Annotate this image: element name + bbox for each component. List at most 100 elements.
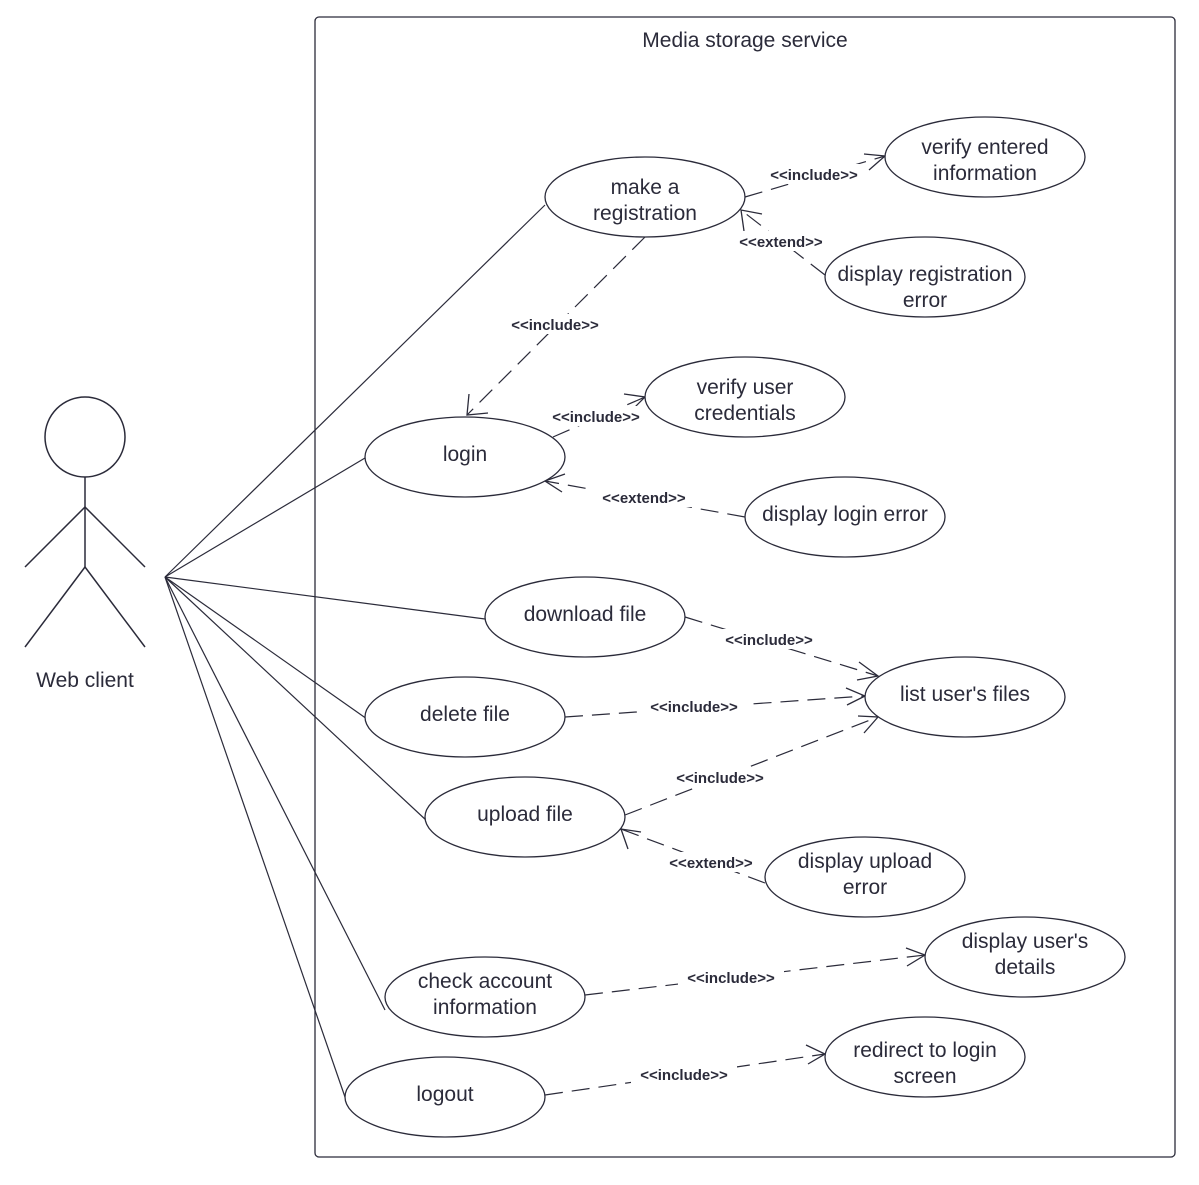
use-case-list-users-files[interactable] xyxy=(864,656,1066,738)
include-label-logout-redirect: <<include>> xyxy=(640,1067,728,1084)
actor-right-leg xyxy=(84,566,146,648)
use-case-shape xyxy=(764,836,966,918)
redirect-to-login-screen-label-line2: screen xyxy=(893,1065,956,1088)
verify-user-credentials-label-line1: verify user xyxy=(697,376,794,399)
label-bg xyxy=(678,967,784,987)
upload-file-label: upload file xyxy=(477,803,573,826)
extend-label-login-error: <<extend>> xyxy=(602,490,686,507)
check-account-information-label-line2: information xyxy=(433,996,537,1019)
use-case-download-file[interactable] xyxy=(484,576,686,658)
use-case-upload-file[interactable] xyxy=(424,776,626,858)
use-case-check-account-information[interactable] xyxy=(384,956,586,1038)
label-bg xyxy=(661,852,761,872)
system-title: Media storage service xyxy=(642,29,847,52)
verify-user-credentials-label-line2: credentials xyxy=(694,402,796,425)
dependency-registration-error[interactable] xyxy=(740,209,826,276)
make-registration-label-line2: registration xyxy=(593,202,697,225)
association-check-account-information[interactable] xyxy=(164,576,386,1011)
label-bg xyxy=(631,1064,737,1084)
include-label-registration-login: <<include>> xyxy=(511,317,599,334)
download-file-label: download file xyxy=(524,603,647,626)
display-login-error-label: display login error xyxy=(762,503,928,526)
display-users-details-label-line1: display user's xyxy=(962,930,1089,953)
display-users-details-label-line2: details xyxy=(995,956,1056,979)
use-case-shape xyxy=(644,356,846,438)
use-case-delete-file[interactable] xyxy=(364,676,566,758)
actor-left-leg xyxy=(24,566,86,648)
logout-label: logout xyxy=(416,1083,473,1106)
label-bg xyxy=(543,406,649,426)
display-registration-error-label-line1: display registration xyxy=(837,263,1012,286)
use-case-display-registration-error[interactable] xyxy=(824,236,1026,318)
associations xyxy=(164,204,546,1098)
arrowhead-registration-from-error xyxy=(740,209,763,232)
use-case-redirect-to-login-screen[interactable] xyxy=(824,1016,1026,1098)
dependency-login-credentials[interactable] xyxy=(552,396,646,438)
label-bg xyxy=(667,767,773,787)
actor-label: Web client xyxy=(36,669,134,692)
use-case-labels: make a registration verify entered infor… xyxy=(416,136,1088,1106)
dependency-registration-verify[interactable] xyxy=(744,155,886,198)
use-case-shape xyxy=(744,476,946,558)
use-case-shape xyxy=(384,956,586,1038)
make-registration-label-line1: make a xyxy=(611,176,680,199)
display-upload-error-label-line2: error xyxy=(843,876,887,899)
dependency-upload-list[interactable] xyxy=(624,716,879,816)
check-account-information-label-line1: check account xyxy=(418,970,552,993)
arrowhead-list-from-download xyxy=(856,661,880,681)
use-case-shape xyxy=(364,676,566,758)
include-label-upload-list: <<include>> xyxy=(676,770,764,787)
use-cases xyxy=(344,116,1126,1138)
association-logout[interactable] xyxy=(164,576,346,1098)
actor-right-arm xyxy=(84,506,146,568)
verify-entered-information-label-line1: verify entered xyxy=(921,136,1048,159)
association-make-registration[interactable] xyxy=(164,204,546,578)
include-label-delete-list: <<include>> xyxy=(650,699,738,716)
actor-web-client[interactable] xyxy=(24,396,146,648)
use-case-shape xyxy=(924,916,1126,998)
use-case-verify-user-credentials[interactable] xyxy=(644,356,846,438)
use-case-shape xyxy=(424,776,626,858)
dependency-login-error[interactable] xyxy=(544,480,746,518)
use-case-login[interactable] xyxy=(364,416,566,498)
label-bg xyxy=(761,164,867,184)
use-case-shape xyxy=(884,116,1086,198)
use-case-display-users-details[interactable] xyxy=(924,916,1126,998)
association-download-file[interactable] xyxy=(164,576,486,620)
dependency-download-list[interactable] xyxy=(684,616,879,677)
use-case-display-upload-error[interactable] xyxy=(764,836,966,918)
redirect-to-login-screen-label-line1: redirect to login xyxy=(853,1039,997,1062)
use-case-shape xyxy=(544,156,746,238)
list-users-files-label: list user's files xyxy=(900,683,1030,706)
system-boundary[interactable] xyxy=(314,16,1176,1158)
use-case-logout[interactable] xyxy=(344,1056,546,1138)
use-case-shape xyxy=(824,236,1026,318)
include-label-login-credentials: <<include>> xyxy=(552,409,640,426)
label-bg xyxy=(594,487,694,507)
extend-label-upload-error: <<extend>> xyxy=(669,855,753,872)
use-case-shape xyxy=(484,576,686,658)
label-bg xyxy=(716,629,822,649)
use-case-verify-entered-information[interactable] xyxy=(884,116,1086,198)
relationship-labels: <<include>> <<extend>> <<include>> <<inc… xyxy=(502,164,867,1084)
actor-left-arm xyxy=(24,506,86,568)
association-login[interactable] xyxy=(164,457,366,578)
include-label-registration-verify: <<include>> xyxy=(770,167,858,184)
delete-file-label: delete file xyxy=(420,703,510,726)
arrowhead-login-from-registration xyxy=(466,393,489,416)
association-upload-file[interactable] xyxy=(164,576,428,822)
display-registration-error-label-line2: error xyxy=(903,289,947,312)
extend-label-registration-error: <<extend>> xyxy=(739,234,823,251)
label-bg xyxy=(502,314,608,334)
display-upload-error-label-line1: display upload xyxy=(798,850,932,873)
verify-entered-information-label-line2: information xyxy=(933,162,1037,185)
label-bg xyxy=(731,231,831,251)
use-case-display-login-error[interactable] xyxy=(744,476,946,558)
label-bg xyxy=(641,696,747,716)
association-delete-file[interactable] xyxy=(164,576,368,720)
include-label-download-list: <<include>> xyxy=(725,632,813,649)
use-case-shape xyxy=(344,1056,546,1138)
use-case-make-registration[interactable] xyxy=(544,156,746,238)
use-case-shape xyxy=(364,416,566,498)
